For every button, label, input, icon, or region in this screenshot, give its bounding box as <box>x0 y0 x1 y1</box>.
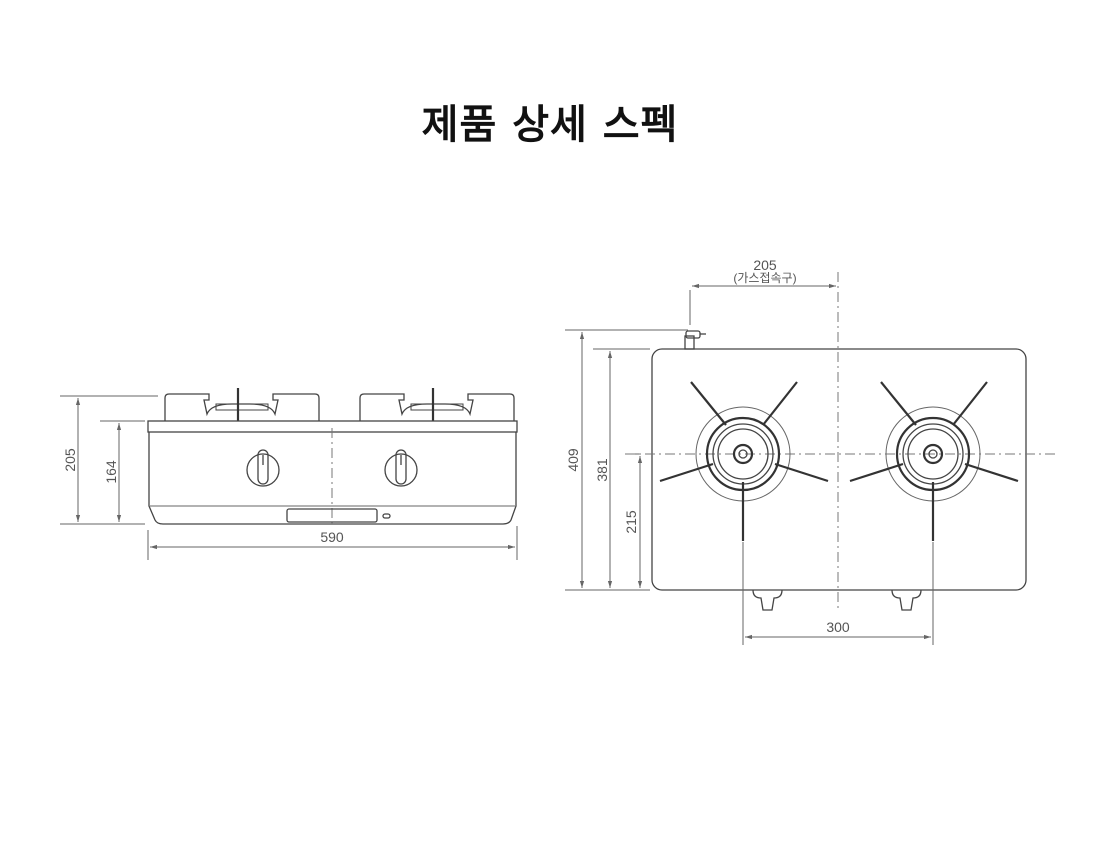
knob-stem-right <box>891 589 922 611</box>
cooktop-outline <box>651 348 1027 591</box>
dim-burner-center: 215 <box>623 510 639 534</box>
knob-left <box>246 449 280 487</box>
display-panel <box>286 508 378 523</box>
stove-body <box>148 432 517 525</box>
dim-body-height: 164 <box>103 460 119 484</box>
burner-right <box>849 381 1019 541</box>
dim-width: 590 <box>320 529 344 545</box>
dim-gas-connector-label: (가스접속구) <box>733 271 796 285</box>
dim-gas-connector: 205 <box>753 257 777 273</box>
knob-right <box>384 449 418 487</box>
front-view: 205 164 590 <box>60 388 518 560</box>
front-burner-grate-right <box>359 388 515 421</box>
dim-body-depth: 381 <box>594 458 610 482</box>
knob-stem-left <box>752 589 783 611</box>
dim-total-height: 205 <box>62 448 78 472</box>
dim-burner-spacing: 300 <box>826 619 850 635</box>
gas-connector <box>684 330 706 350</box>
front-burner-grate-left <box>164 388 320 421</box>
dim-total-depth: 409 <box>565 448 581 472</box>
indicator-light <box>382 513 391 519</box>
top-view: 205 (가스접속구) 409 381 215 <box>565 257 1055 645</box>
page-title: 제품 상세 스펙 <box>421 102 679 148</box>
burner-left <box>659 381 829 541</box>
